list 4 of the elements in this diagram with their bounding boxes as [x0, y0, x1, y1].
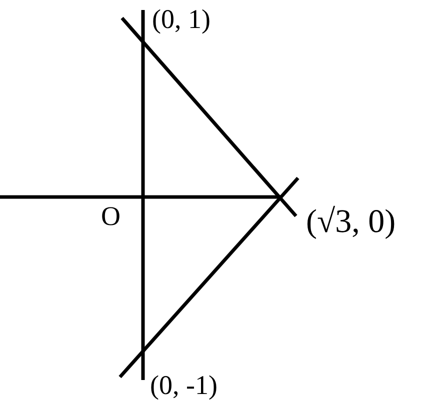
origin-label: O — [101, 203, 120, 230]
point-label: (√3, 0) — [306, 206, 396, 239]
point-label: (0, -1) — [150, 372, 218, 399]
point-label: (0, 1) — [152, 6, 210, 33]
